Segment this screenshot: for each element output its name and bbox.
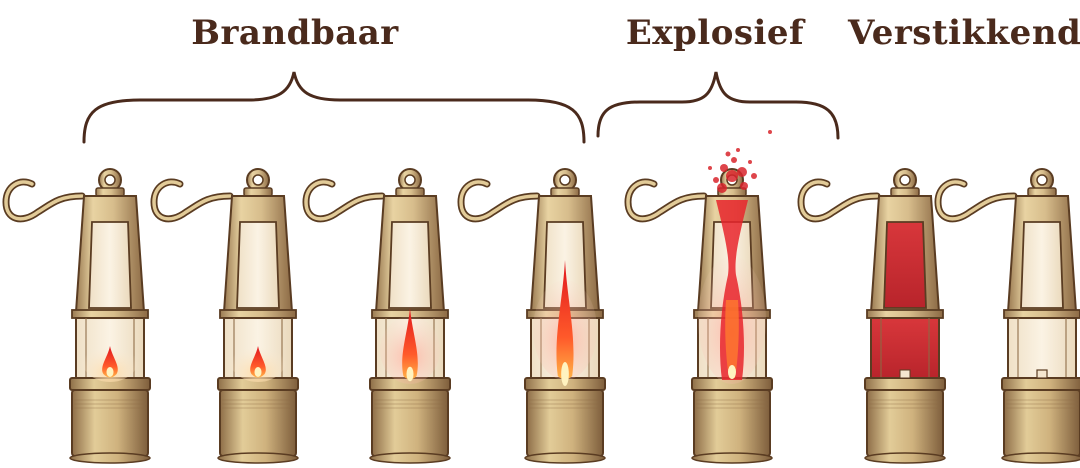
lamp-5-explosion [628, 130, 772, 463]
upper-window [389, 222, 431, 308]
lamp-1-small-flame [6, 169, 150, 463]
hook [306, 182, 382, 219]
hook [154, 182, 230, 219]
hook [628, 182, 704, 219]
brace-flammable [84, 72, 584, 142]
brace-explosive [598, 72, 838, 138]
hook [461, 182, 537, 219]
lamp-4-tall-flame [461, 169, 605, 463]
lamp-2-small-flame [154, 169, 298, 463]
hook [6, 182, 82, 219]
lamp-6-red-gas [801, 169, 945, 463]
upper-window [237, 222, 279, 308]
upper-window [89, 222, 131, 308]
wick [1037, 370, 1047, 378]
lamp-3-medium-flame [306, 169, 450, 463]
hook [801, 182, 877, 219]
hook [938, 182, 1014, 219]
wick [900, 370, 910, 378]
upper-window [884, 222, 926, 308]
upper-window [1021, 222, 1063, 308]
lamp-7-extinguished [938, 169, 1080, 463]
